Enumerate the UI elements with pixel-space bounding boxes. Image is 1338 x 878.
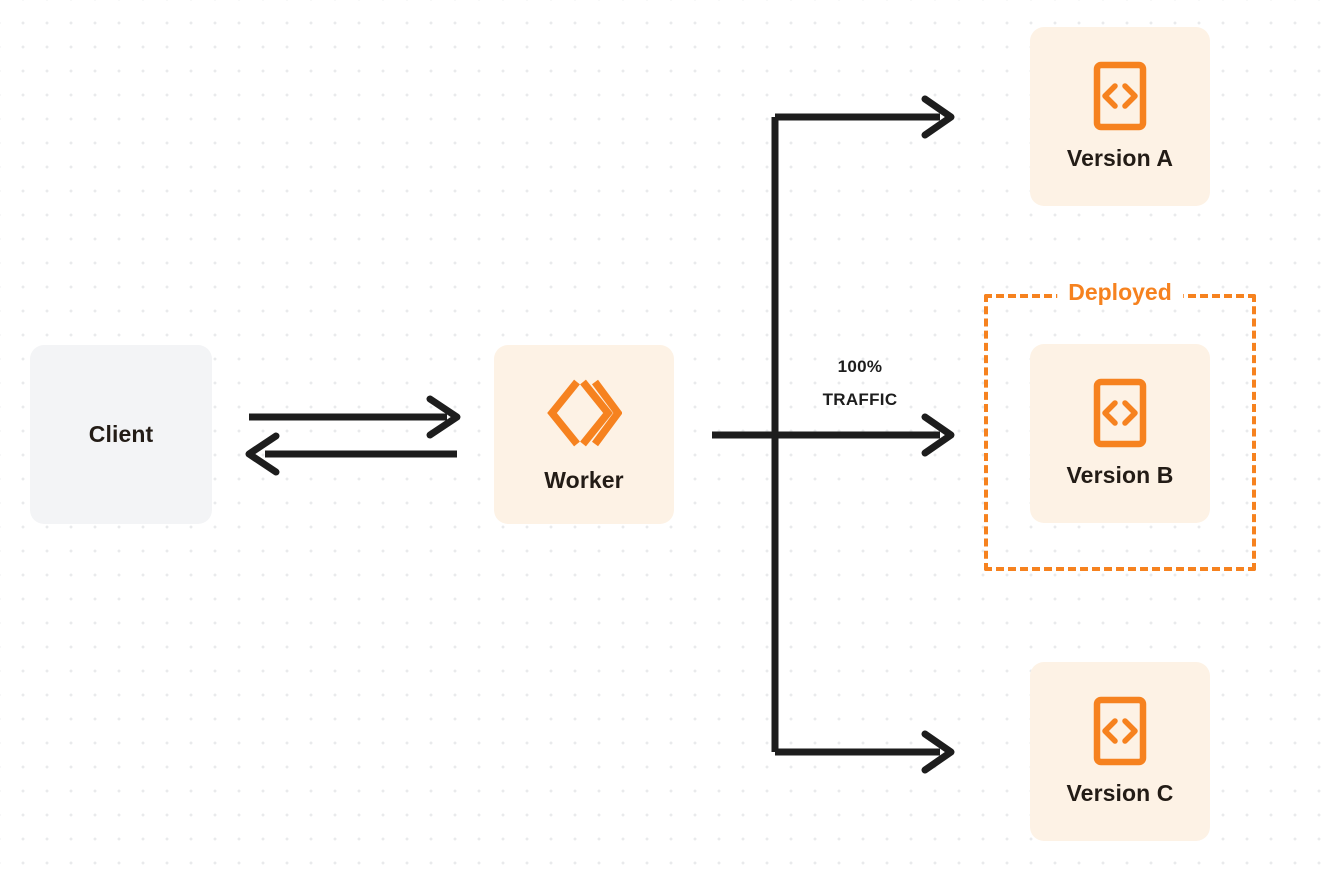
traffic-percent: 100% bbox=[837, 357, 883, 376]
node-version-a[interactable]: Version A bbox=[1030, 27, 1210, 206]
code-file-icon bbox=[1092, 61, 1148, 131]
group-deployed: Deployed bbox=[984, 281, 1256, 571]
worker-label: Worker bbox=[544, 467, 624, 493]
cloudflare-workers-logo-icon bbox=[546, 375, 622, 451]
arrowhead-version-a bbox=[921, 95, 955, 139]
node-client[interactable]: Client bbox=[30, 345, 212, 524]
traffic-word: TRAFFIC bbox=[822, 390, 898, 410]
node-version-c[interactable]: Version C bbox=[1030, 662, 1210, 841]
version-a-label: Version A bbox=[1066, 145, 1174, 171]
version-c-label: Version C bbox=[1066, 780, 1174, 806]
deployed-label: Deployed bbox=[1057, 281, 1183, 304]
edge-client-to-worker bbox=[249, 395, 461, 439]
code-file-icon bbox=[1092, 696, 1148, 766]
node-worker[interactable]: Worker bbox=[494, 345, 674, 524]
code-file-icon bbox=[1092, 378, 1148, 448]
client-label: Client bbox=[88, 421, 154, 447]
version-b-label: Version B bbox=[1066, 462, 1174, 488]
edge-worker-trunk bbox=[712, 95, 955, 774]
traffic-label: 100% TRAFFIC bbox=[790, 350, 930, 416]
node-version-b[interactable]: Version B bbox=[1030, 344, 1210, 523]
arrowhead-version-b bbox=[921, 413, 955, 457]
arrowhead-version-c bbox=[921, 730, 955, 774]
edge-worker-to-client bbox=[245, 432, 457, 476]
